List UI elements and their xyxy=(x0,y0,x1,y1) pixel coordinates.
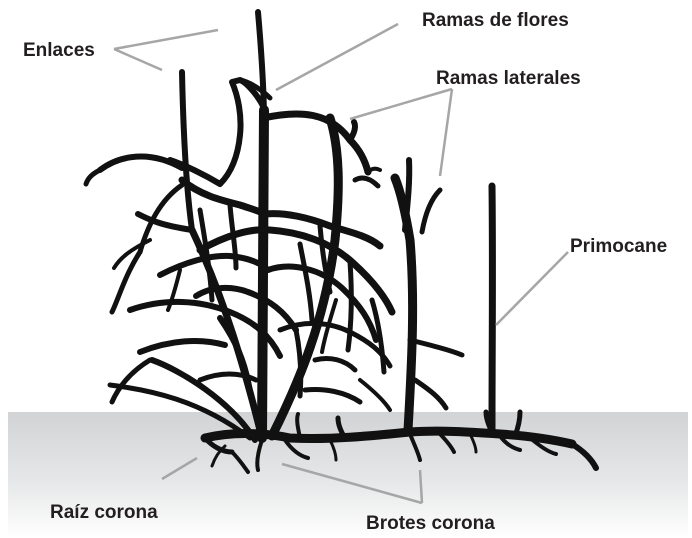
label-primocane: Primocane xyxy=(570,237,667,256)
label-raiz-corona: Raíz corona xyxy=(50,503,158,522)
label-brotes-corona: Brotes corona xyxy=(366,514,495,533)
leader-enlaces-b xyxy=(114,49,162,70)
leader-primocane xyxy=(496,252,568,325)
label-ramas-laterales: Ramas laterales xyxy=(436,69,581,88)
leader-ramas-de-flores xyxy=(276,24,398,90)
leader-ramas-laterales-b xyxy=(440,89,452,176)
leader-ramas-laterales-a xyxy=(350,89,452,119)
label-ramas-de-flores: Ramas de flores xyxy=(422,11,569,30)
label-enlaces: Enlaces xyxy=(23,41,95,60)
leader-enlaces-a xyxy=(114,30,218,49)
